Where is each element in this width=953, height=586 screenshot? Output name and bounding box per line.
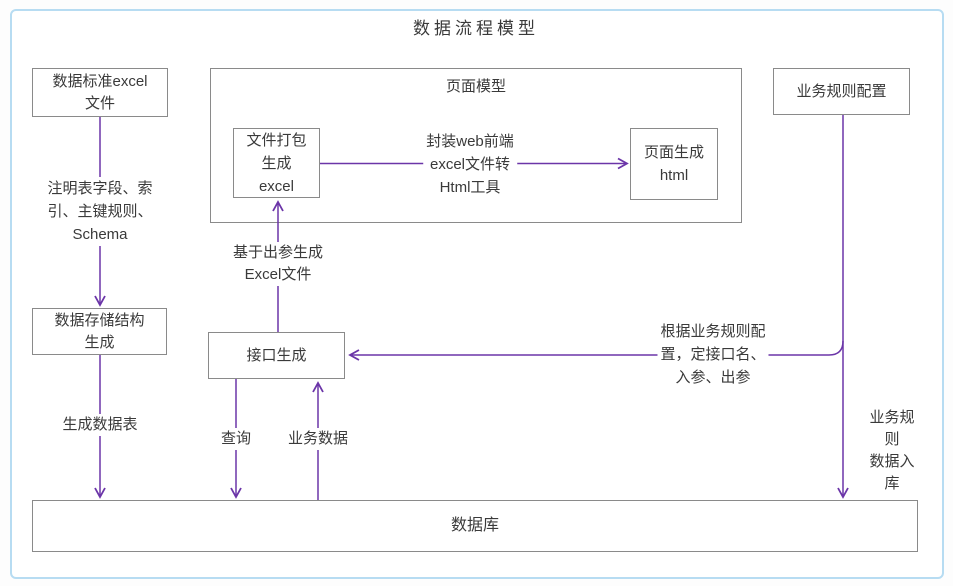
node-api-gen: 接口生成	[208, 332, 345, 379]
node-data-standard-excel: 数据标准excel 文件	[32, 68, 168, 117]
note-table-fields: 注明表字段、索 引、主键规则、 Schema	[44, 177, 156, 246]
note-package-web-tool: 封装web前端 excel文件转 Html工具	[423, 130, 517, 199]
note-business-rule-into-db: 业务规则 数据入库	[861, 407, 923, 495]
node-business-rule-config: 业务规则配置	[773, 68, 910, 115]
note-rule-config-api: 根据业务规则配 置，定接口名、 入参、出参	[657, 320, 769, 389]
node-database: 数据库	[32, 500, 918, 552]
node-file-package-gen-excel: 文件打包 生成 excel	[233, 128, 320, 198]
note-business-data: 业务数据	[284, 428, 352, 450]
diagram-title: 数据流程模型	[413, 19, 539, 38]
node-page-model-label: 页面模型	[445, 78, 506, 95]
note-excel-from-output-params: 基于出参生成 Excel文件	[229, 242, 327, 286]
node-data-storage-structure-gen: 数据存储结构 生成	[32, 308, 167, 355]
note-generate-data-table: 生成数据表	[59, 414, 141, 436]
node-page-gen-html: 页面生成 html	[630, 128, 718, 200]
note-query: 查询	[217, 428, 255, 450]
